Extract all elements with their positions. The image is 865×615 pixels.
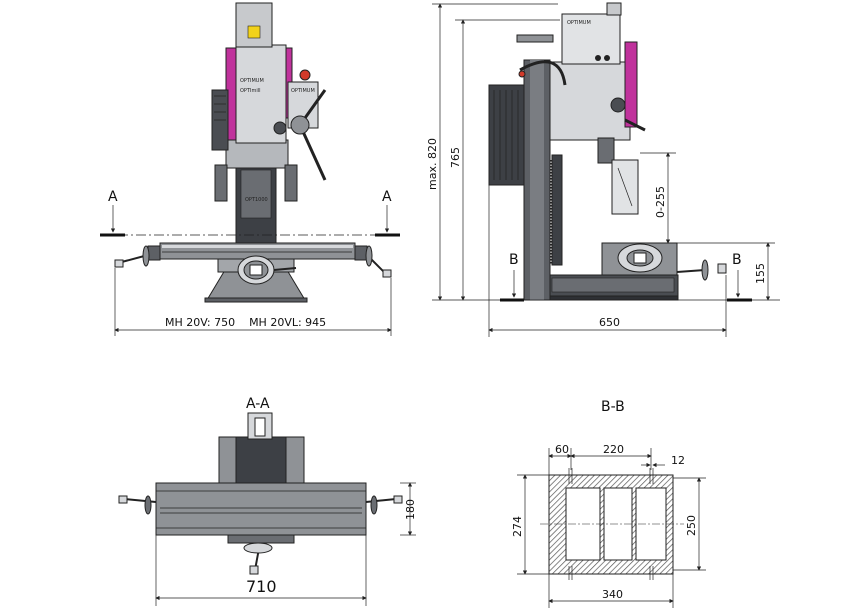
front-table-top bbox=[162, 245, 353, 248]
front-motor bbox=[235, 2, 273, 48]
section-aa-length-dimension: 710 bbox=[246, 577, 277, 596]
section-aa-view: A-A 180 bbox=[118, 396, 417, 606]
emergency-stop-icon bbox=[299, 69, 311, 81]
section-mark-b-right: B bbox=[732, 252, 742, 268]
section-bb-outer-width-dimension: 340 bbox=[602, 588, 623, 601]
front-cross-handwheel bbox=[237, 255, 297, 285]
front-spindle-housing bbox=[225, 139, 289, 169]
section-bb-view: B-B 60 220 12 274 bbox=[511, 399, 706, 608]
section-aa-front-screw bbox=[227, 534, 295, 575]
section-bb-offset-dimension: 60 bbox=[555, 443, 569, 456]
front-view: OPT1000 OPTIMUM OPTImill OPTIMUM bbox=[100, 2, 400, 336]
section-aa-depth-dimension: 180 bbox=[404, 499, 417, 520]
section-bb-title: B-B bbox=[601, 399, 625, 415]
side-quill bbox=[611, 159, 639, 215]
table-height-dimension: 155 bbox=[754, 263, 767, 284]
side-top-lever bbox=[519, 60, 567, 86]
depth-dimension: 650 bbox=[599, 316, 620, 329]
front-column-label: OPT1000 bbox=[245, 197, 268, 203]
section-bb-pitch-dimension: 220 bbox=[603, 443, 624, 456]
front-width-dimension: MH 20V: 750 MH 20VL: 945 bbox=[165, 316, 326, 329]
travel-dimension: 0-255 bbox=[654, 186, 667, 218]
front-feed-lever bbox=[273, 89, 327, 181]
section-aa-table bbox=[155, 482, 367, 536]
front-head-brand: OPTIMUM bbox=[240, 78, 264, 84]
side-head-accent bbox=[624, 41, 638, 128]
front-handwheel-right bbox=[365, 245, 392, 278]
warning-label bbox=[247, 25, 261, 39]
section-aa-handle-right bbox=[365, 495, 403, 515]
front-panel-brand: OPTIMUM bbox=[291, 88, 315, 94]
front-head-model: OPTImill bbox=[240, 88, 261, 94]
height-max-dimension: max. 820 bbox=[426, 138, 439, 190]
side-head-brand: OPTIMUM bbox=[567, 20, 591, 26]
section-aa-handle-left bbox=[118, 495, 157, 515]
side-spindle bbox=[597, 137, 615, 164]
section-aa-title: A-A bbox=[246, 396, 270, 412]
front-handwheel-left bbox=[114, 245, 150, 268]
side-view: OPTIMUM B B max. 820 bbox=[426, 2, 780, 337]
front-table-end-right bbox=[354, 245, 368, 261]
section-bb-inner-height-dimension: 250 bbox=[685, 515, 698, 536]
front-table-end-left bbox=[147, 245, 161, 261]
section-mark-b-left: B bbox=[509, 252, 519, 268]
section-bb-slot-width-dimension: 12 bbox=[671, 454, 685, 467]
side-motor bbox=[561, 13, 621, 65]
height-dimension: 765 bbox=[449, 147, 462, 168]
section-bb-outer-height-dimension: 274 bbox=[511, 516, 524, 537]
section-mark-a-right: A bbox=[382, 189, 392, 205]
front-base-plinth bbox=[204, 297, 308, 303]
section-mark-a-left: A bbox=[108, 189, 118, 205]
